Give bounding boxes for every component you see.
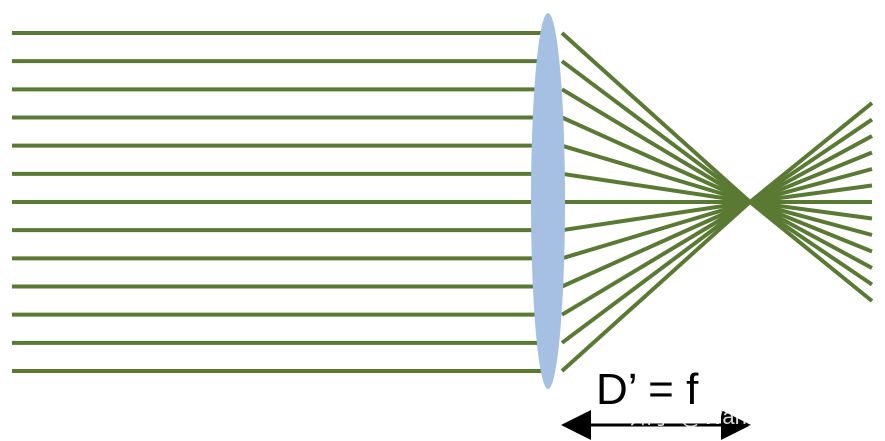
diverging-ray [749,200,873,254]
converging-ray [560,59,752,204]
converging-ray [561,200,751,261]
incoming-parallel-rays [12,31,548,373]
diverging-ray [749,200,873,237]
diverging-ray [749,134,873,204]
converging-rays [560,31,874,373]
converging-ray [560,87,752,204]
diverging-ray [749,200,873,270]
converging-ray [561,143,751,204]
diverging-ray [749,150,873,204]
converging-ray [560,31,752,204]
diverging-ray [748,200,874,303]
diverging-ray [748,200,874,287]
diverging-ray [748,117,874,204]
diverging-ray [749,167,873,204]
diverging-ray [749,200,873,221]
distance-label: D’ = f [596,365,699,414]
converging-ray [560,200,752,317]
converging-ray [560,200,752,373]
watermark: 知乎 @Wang Hawk [630,404,821,429]
converging-ray [561,115,751,204]
diverging-ray [749,183,873,204]
converging-ray [561,171,751,204]
diverging-ray [748,101,874,204]
converging-ray [560,200,752,345]
converging-ray [561,200,751,289]
converging-ray [561,200,751,233]
convex-lens [531,13,565,389]
